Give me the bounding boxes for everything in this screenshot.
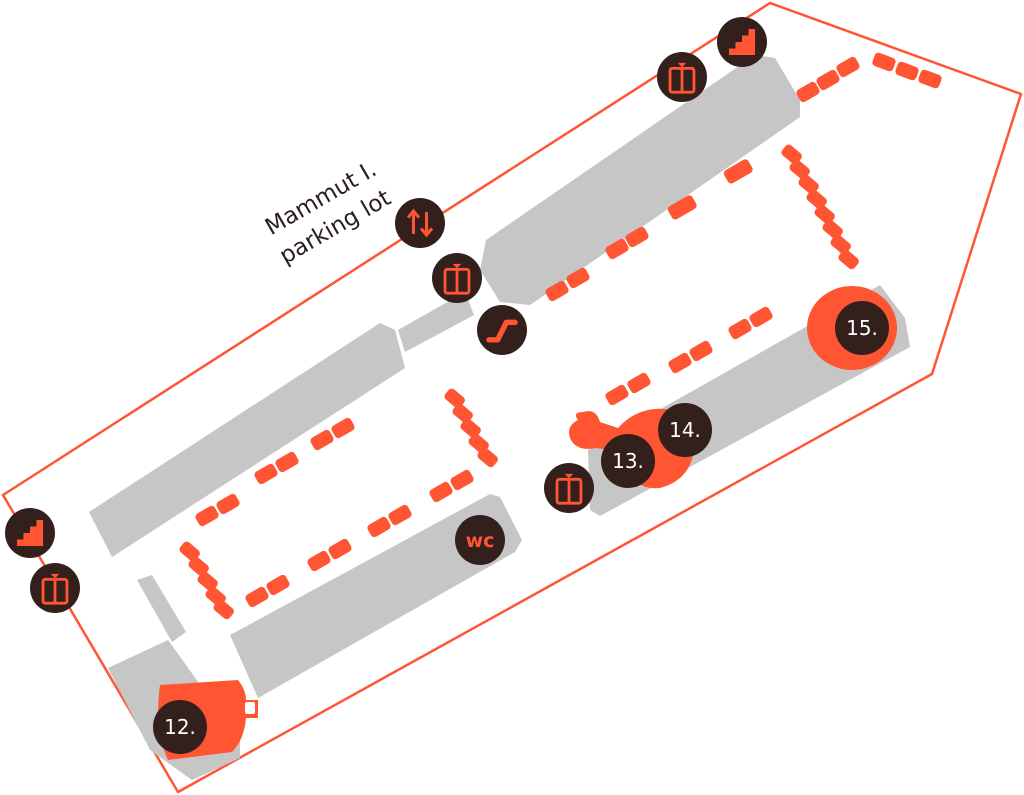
shop-block-link[interactable]	[398, 292, 474, 352]
facility-icons: wc	[5, 17, 767, 613]
seating-markers	[179, 52, 942, 620]
location-label-15: 15.	[846, 316, 878, 340]
elevator-icon[interactable]	[657, 52, 707, 102]
elevator-icon[interactable]	[432, 253, 482, 303]
wc-icon[interactable]: wc	[455, 515, 505, 565]
elevator-icon[interactable]	[544, 463, 594, 513]
shop-block-west[interactable]	[89, 323, 405, 557]
location-marker-14[interactable]: 14.	[658, 403, 712, 457]
shop-block-south[interactable]	[230, 494, 522, 698]
location-label-14: 14.	[669, 418, 701, 442]
location-label-13: 13.	[612, 449, 644, 473]
location-label-12: 12.	[164, 715, 196, 739]
wc-label: wc	[466, 530, 495, 552]
corridor-sw	[137, 575, 186, 642]
location-marker-13[interactable]: 13.	[601, 434, 655, 488]
parking-transfer-icon[interactable]	[395, 198, 445, 248]
parking-lot-label: Mammut I. parking lot	[261, 156, 396, 269]
elevator-icon[interactable]	[30, 563, 80, 613]
stairs-icon[interactable]	[717, 17, 767, 67]
location-marker-15[interactable]: 15.	[835, 301, 889, 355]
shop-block-north[interactable]	[480, 55, 800, 305]
escalator-icon[interactable]	[477, 305, 527, 355]
stairs-icon[interactable]	[5, 508, 55, 558]
location-marker-12[interactable]: 12.	[153, 700, 207, 754]
location-markers: 12. 13. 14. 15.	[153, 301, 889, 754]
